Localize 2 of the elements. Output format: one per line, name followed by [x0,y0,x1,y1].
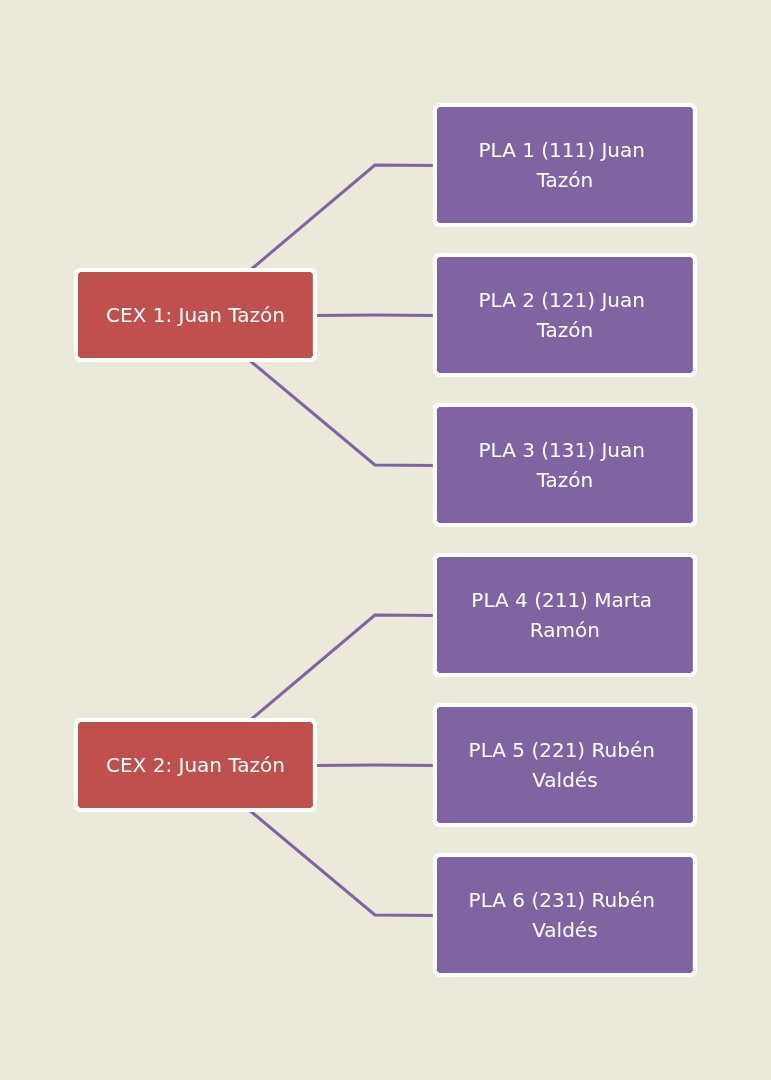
connector [315,763,436,767]
connector [315,313,436,317]
